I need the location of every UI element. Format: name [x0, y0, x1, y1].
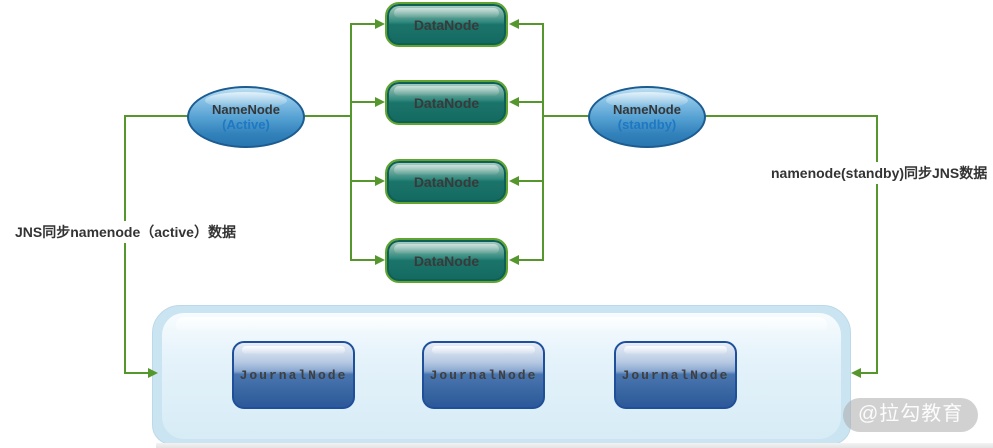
arrowhead-jns-left-icon	[148, 368, 158, 378]
arrowhead-datanode2-right-icon	[509, 97, 519, 107]
connector-standby-datanode4-branch	[518, 259, 543, 261]
connector-active-datanode2-branch	[350, 101, 376, 103]
connector-active-datanode4-branch	[350, 259, 376, 261]
datanode-2: DataNode	[385, 80, 508, 125]
connector-active-jns-top-h	[124, 115, 188, 117]
namenode-standby-state: (standby)	[617, 117, 677, 132]
journalnode-3: JournalNode	[614, 341, 737, 409]
arrowhead-datanode3-right-icon	[509, 176, 519, 186]
annotation-jns-sync-active: JNS同步namenode（active）数据	[12, 221, 239, 243]
connector-active-datanode1-branch	[350, 23, 376, 25]
arrowhead-datanode1-right-icon	[509, 19, 519, 29]
namenode-active: NameNode (Active)	[187, 86, 305, 148]
connector-standby-datanode1-branch	[518, 23, 543, 25]
connector-active-jns-v	[124, 115, 126, 373]
connector-standby-to-datanodes-h	[543, 115, 589, 117]
connector-standby-to-datanodes-v	[542, 23, 544, 261]
arrowhead-datanode2-left-icon	[375, 97, 385, 107]
datanode-1-label: DataNode	[413, 16, 480, 33]
connector-active-to-datanodes-h	[304, 115, 351, 117]
datanode-3-label: DataNode	[413, 173, 480, 190]
page-bottom-divider	[156, 443, 993, 448]
journalnode-2: JournalNode	[422, 341, 545, 409]
connector-active-datanode3-branch	[350, 180, 376, 182]
connector-standby-jns-top-h	[705, 115, 877, 117]
datanode-1: DataNode	[385, 2, 508, 47]
namenode-standby: NameNode (standby)	[588, 86, 706, 148]
arrowhead-jns-right-icon	[851, 368, 861, 378]
journalnode-3-label: JournalNode	[621, 367, 730, 383]
connector-active-to-datanodes-v	[350, 23, 352, 261]
namenode-standby-title: NameNode	[613, 102, 681, 117]
arrowhead-datanode4-right-icon	[509, 255, 519, 265]
annotation-standby-sync-jns: namenode(standby)同步JNS数据	[768, 162, 991, 184]
datanode-4: DataNode	[385, 238, 508, 283]
watermark-badge: @拉勾教育	[843, 398, 979, 432]
connector-standby-datanode3-branch	[518, 180, 543, 182]
datanode-2-label: DataNode	[413, 94, 480, 111]
connector-standby-jns-bottom-h	[859, 372, 878, 374]
journalnode-1: JournalNode	[232, 341, 355, 409]
arrowhead-datanode1-left-icon	[375, 19, 385, 29]
arrowhead-datanode3-left-icon	[375, 176, 385, 186]
arrowhead-datanode4-left-icon	[375, 255, 385, 265]
datanode-4-label: DataNode	[413, 252, 480, 269]
namenode-active-state: (Active)	[222, 117, 270, 132]
connector-standby-datanode2-branch	[518, 101, 543, 103]
connector-active-jns-bottom-h	[124, 372, 149, 374]
datanode-3: DataNode	[385, 159, 508, 204]
namenode-active-title: NameNode	[212, 102, 280, 117]
journalnode-2-label: JournalNode	[429, 367, 538, 383]
connector-standby-jns-v	[876, 115, 878, 374]
journalnode-1-label: JournalNode	[239, 367, 348, 383]
